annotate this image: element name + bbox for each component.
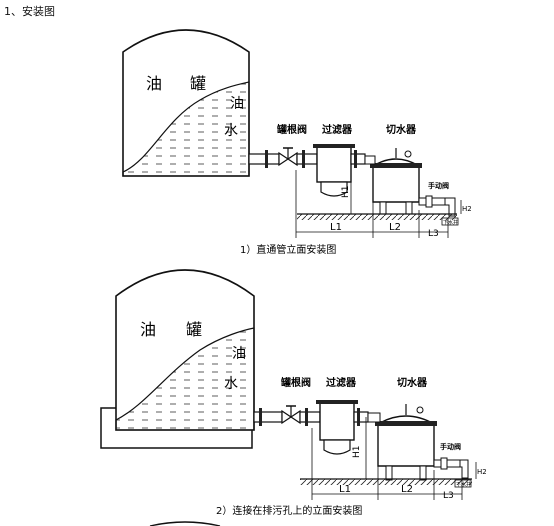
oil-tank: 油 罐 油 水	[115, 269, 255, 431]
manual-valve-label: 手动阀	[428, 181, 449, 190]
filter: 过滤器	[316, 376, 369, 455]
oil-layer-label: 油	[230, 96, 244, 112]
ground	[300, 478, 472, 485]
dimension-lines	[295, 159, 462, 238]
drain-well-label: 下水井	[443, 219, 458, 226]
outlet-pipe	[253, 408, 283, 426]
dim-l1: L1	[330, 222, 342, 233]
tank-label-tank: 罐	[190, 74, 206, 93]
filter-label: 过滤器	[322, 123, 353, 136]
page-title: 1、安装图	[4, 5, 55, 18]
dim-l2: L2	[389, 222, 401, 233]
tank-label-oil: 油	[140, 320, 156, 339]
next-diagram-tank-top	[149, 521, 221, 526]
outlet-pipe	[248, 150, 280, 168]
drain-line: 手动阀 下水井	[418, 181, 459, 226]
diagram-1-straight-pipe: 油 罐 油 水 罐根阀 过滤器	[122, 29, 472, 256]
dim-h2: H2	[477, 468, 487, 476]
caption-2: 2）连接在排污孔上的立面安装图	[216, 504, 362, 517]
filter: 过滤器	[313, 123, 366, 197]
ground	[297, 213, 457, 220]
filter-label: 过滤器	[326, 376, 357, 389]
water-layer-label: 水	[224, 123, 238, 139]
caption-1: 1）直通管立面安装图	[240, 243, 336, 256]
water-layer-label: 水	[224, 376, 238, 392]
separator-label: 切水器	[397, 376, 428, 389]
dim-l3: L3	[443, 491, 454, 501]
root-valve-label: 罐根阀	[276, 123, 307, 136]
dim-l2: L2	[401, 484, 413, 495]
tank-label-oil: 油	[146, 74, 162, 93]
root-valve: 罐根阀	[280, 376, 321, 426]
dim-l3: L3	[428, 229, 439, 239]
water-separator: 切水器	[367, 376, 437, 481]
dimension-lines	[311, 417, 477, 500]
dim-h1: H1	[352, 446, 362, 459]
separator-label: 切水器	[386, 123, 417, 136]
oil-tank: 油 罐 油 水	[122, 29, 250, 177]
dim-l1: L1	[339, 484, 351, 495]
diagram-2-drain-hole: 油 罐 油 水 罐根阀 过滤器	[100, 269, 487, 517]
dim-h2: H2	[462, 205, 472, 213]
root-valve-label: 罐根阀	[280, 376, 311, 389]
tank-label-tank: 罐	[186, 320, 202, 339]
water-separator: 切水器	[364, 123, 422, 215]
root-valve: 罐根阀	[276, 123, 318, 168]
dim-h1: H1	[341, 186, 351, 199]
manual-valve-label: 手动阀	[440, 442, 461, 451]
oil-layer-label: 油	[232, 346, 246, 362]
